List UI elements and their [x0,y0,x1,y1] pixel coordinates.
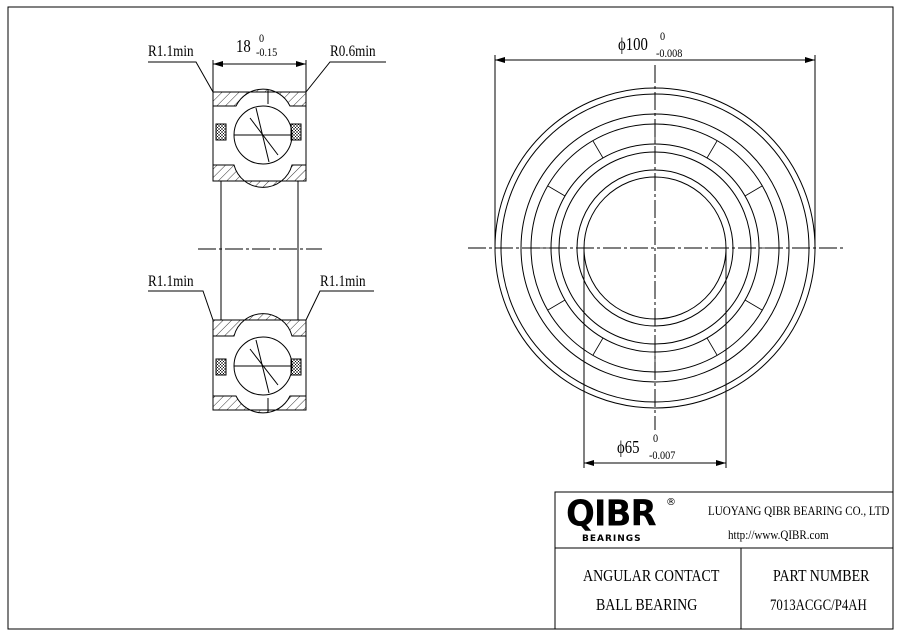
width-dimension-label: 18 [236,36,251,56]
drawing-frame [7,6,894,630]
company-logo: QIBR ® BEARINGS [566,493,686,545]
logo-wordmark: QIBR [566,493,657,535]
chamfer-label-top-left: R1.1min [148,43,194,60]
leader-top-right [305,61,386,93]
width-lower-tolerance: -0.15 [256,45,278,59]
upper-section [212,88,307,188]
logo-subtitle: BEARINGS [582,534,642,544]
leader-mid-right [305,290,374,321]
part-number-value: 7013ACGC/P4AH [770,597,867,614]
seal-left-upper [215,123,227,141]
company-website[interactable]: http://www.QIBR.com [728,527,829,542]
chamfer-label-top-right: R0.6min [330,43,376,60]
outer-diameter-upper-tolerance: 0 [660,29,666,43]
inner-diameter-upper-tolerance: 0 [653,431,659,445]
width-upper-tolerance: 0 [259,31,265,45]
lower-section [212,313,307,414]
cage-pockets [531,124,779,372]
description-line-2: BALL BEARING [596,595,698,614]
chamfer-label-mid-right: R1.1min [320,273,366,290]
inner-diameter-label: ϕ65 [617,437,640,457]
title-block-frame [554,491,894,630]
leader-top-left [148,61,214,93]
inner-diameter-lower-tolerance: -0.007 [649,448,676,462]
logo-registered-mark: ® [666,497,676,508]
front-view [468,55,845,468]
part-number-label: PART NUMBER [773,566,870,585]
outer-ring-lower [212,395,307,414]
inner-ring-lower [212,313,307,337]
outer-ring-upper [212,88,307,107]
chamfer-label-mid-left: R1.1min [148,273,194,290]
inner-ring-upper [212,164,307,188]
seal-right-lower [290,358,302,376]
outer-diameter-lower-tolerance: -0.008 [656,46,683,60]
company-name: LUOYANG QIBR BEARING CO., LTD [708,503,890,518]
outer-diameter-label: ϕ100 [618,34,648,54]
description-line-1: ANGULAR CONTACT [583,566,720,585]
seal-left-lower [215,358,227,376]
section-view [148,60,386,414]
leader-mid-left [148,290,214,321]
seal-right-upper [290,123,302,141]
